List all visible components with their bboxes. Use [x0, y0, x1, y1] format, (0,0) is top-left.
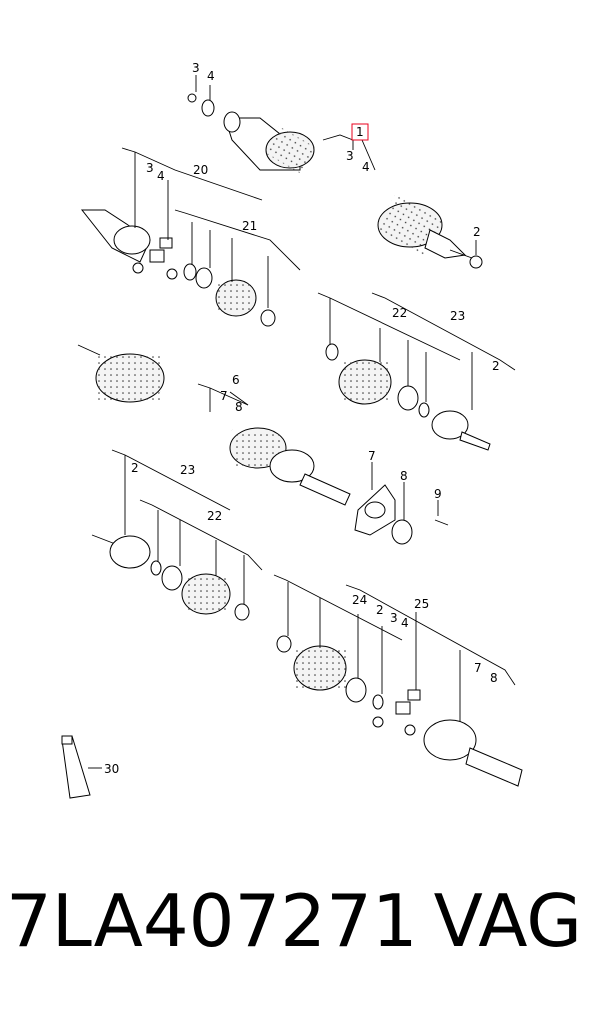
callout-20: 20 — [193, 163, 208, 177]
outer-joint-group-lower-left — [91, 534, 250, 621]
inner-joint-group-lower-right — [276, 635, 523, 787]
callout-24: 24 — [352, 593, 367, 607]
callout-8: 8 — [235, 400, 243, 414]
callout-2: 2 — [376, 603, 384, 617]
exploded-parts-diagram: 3 4 1 3 4 2 3 4 20 21 22 23 2 6 7 8 7 8 … — [61, 61, 523, 799]
inner-joint-group — [80, 209, 276, 327]
callout-23: 23 — [450, 309, 465, 323]
grease-tube — [61, 735, 91, 799]
drive-shaft-assembly-top — [187, 93, 483, 269]
callout-25: 25 — [414, 597, 429, 611]
callout-1: 1 — [356, 125, 364, 139]
outer-joint-group-right — [325, 343, 491, 451]
callout-7: 7 — [474, 661, 482, 675]
brand-name: VAG — [433, 879, 582, 963]
callout-2: 2 — [131, 461, 139, 475]
callout-3: 3 — [146, 161, 154, 175]
callout-6: 6 — [232, 373, 240, 387]
callout-4: 4 — [157, 169, 165, 183]
callout-2: 2 — [492, 359, 500, 373]
callout-4: 4 — [362, 160, 370, 174]
callout-2: 2 — [473, 225, 481, 239]
part-number: 7LA407271 — [6, 879, 418, 963]
callout-8: 8 — [400, 469, 408, 483]
callout-7: 7 — [220, 389, 228, 403]
callout-8: 8 — [490, 671, 498, 685]
bearing-bracket-group — [354, 484, 449, 545]
callout-3: 3 — [346, 149, 354, 163]
callout-3: 3 — [192, 61, 200, 75]
drive-shaft-assembly-middle — [77, 344, 351, 506]
highlight-box-1 — [351, 123, 369, 141]
callout-4: 4 — [207, 69, 215, 83]
callout-7: 7 — [368, 449, 376, 463]
callout-3: 3 — [390, 611, 398, 625]
callout-9: 9 — [434, 487, 442, 501]
callout-4: 4 — [401, 616, 409, 630]
callout-30: 30 — [104, 762, 119, 776]
callout-21: 21 — [242, 219, 257, 233]
callout-22: 22 — [207, 509, 222, 523]
callout-22: 22 — [392, 306, 407, 320]
callout-23: 23 — [180, 463, 195, 477]
